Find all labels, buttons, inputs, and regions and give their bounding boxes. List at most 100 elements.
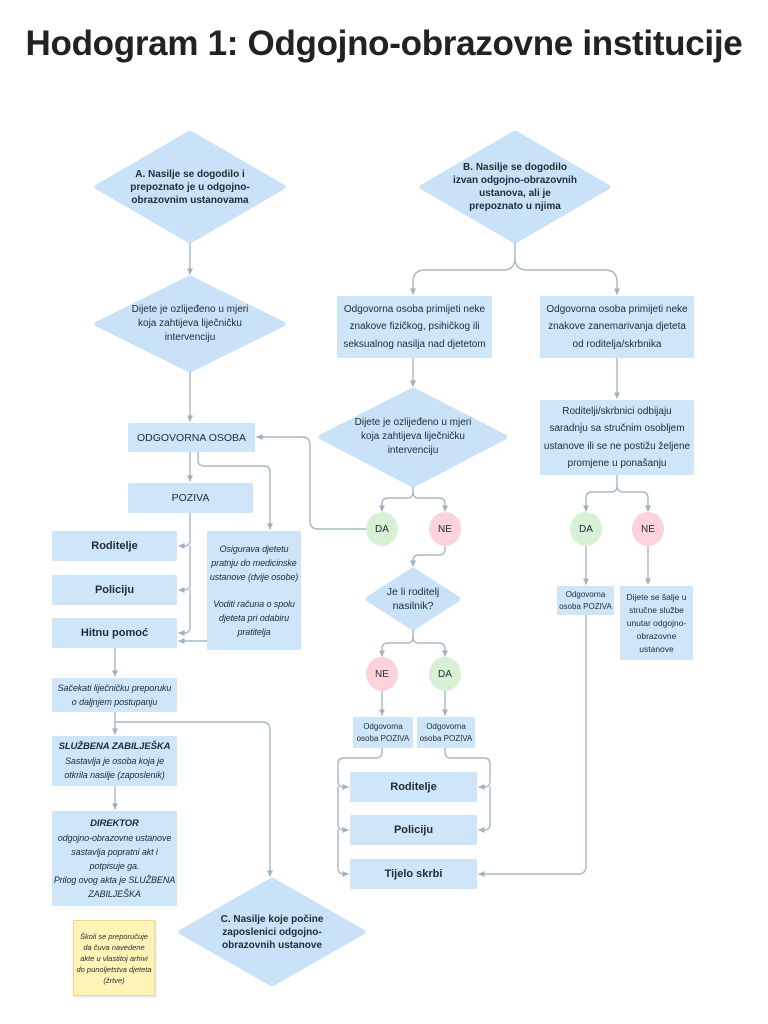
injury-check-b-line: koja zahtijeva liječničku: [361, 431, 465, 442]
calls-label: POZIVA: [171, 492, 210, 504]
notice-abuse-line: znakove fizičkog, psihičkog ili: [349, 321, 480, 333]
escort-note-box: Osigurava djetetu pratnju do medicinske …: [207, 531, 301, 650]
escort-line: pratnju do medicinske: [211, 558, 297, 568]
connector-calls-no-to-welfare: [337, 829, 349, 877]
director-line: ZABILJEŠKA: [88, 888, 141, 899]
start-b-line: izvan odgojno-obrazovnih: [453, 175, 577, 186]
start-c-text: C. Nasilje koje počine zaposlenici odgoj…: [187, 906, 357, 958]
referral-line: unutar odgojno-: [626, 617, 687, 628]
start-a-line: A. Nasilje se dogodilo i: [135, 168, 245, 180]
calls-after-no-line: osoba POZIVA: [356, 733, 410, 743]
start-b-line: B. Nasilje se dogodilo: [463, 162, 567, 173]
calls-after-yes-box: Odgovorna osoba POZIVA: [417, 717, 475, 748]
page-title: Hodogram 1: Odgojno-obrazovne institucij…: [25, 24, 743, 63]
start-b-line: ustanova, ali je: [479, 188, 551, 199]
parents-refuse-line: saradnju sa stručnim osobljem: [549, 423, 685, 434]
connector-yes-to-responsible: [256, 434, 367, 530]
calls-neglect-box: Odgovorna osoba POZIVA: [557, 586, 614, 615]
referral-line: stručne službe: [629, 604, 684, 615]
escort-paragraph: Voditi računa o spolu djeteta pri odabir…: [213, 597, 295, 639]
connector-calls-to-ambulance: [178, 589, 191, 636]
call-parents-box: Roditelje: [52, 531, 177, 561]
parents-refuse-box: Roditelji/skrbnici odbijaju saradnju sa …: [540, 400, 694, 475]
connector-calls-no-to-police: [337, 786, 349, 833]
parents-refuse-line: promjene u ponašanju: [567, 458, 667, 469]
injury-check-a-line: koja zahtijeva liječničku: [138, 318, 242, 329]
parent-abuser-text: Je li roditelj nasilnik?: [368, 585, 458, 613]
notice-neglect-line: od roditelja/skrbnika: [572, 338, 662, 350]
decision-no-injury-b: NE: [429, 512, 461, 546]
start-a-text: A. Nasilje se dogodilo i prepoznato je u…: [100, 160, 280, 214]
escort-line: Voditi računa o spolu: [213, 599, 295, 609]
notice-neglect-line: Odgovorna osoba primijeti neke: [546, 303, 688, 315]
escort-line: Osigurava djetetu: [219, 544, 289, 554]
decision-yes-injury-b: DA: [366, 512, 398, 546]
escort-paragraph: Osigurava djetetu pratnju do medicinske …: [210, 542, 298, 584]
start-c-line: obrazovnih ustanove: [221, 939, 322, 951]
calls-after-no-box: Odgovorna osoba POZIVA: [353, 717, 413, 748]
start-c-line: zaposlenici odgojno-: [222, 926, 322, 938]
referral-line: ustanove: [639, 643, 674, 654]
decision-no-abuser: NE: [366, 657, 398, 691]
notice-abuse-line: seksualnog nasilja nad djetetom: [343, 338, 486, 350]
connector-no-to-parent-abuser: [410, 544, 446, 567]
calls-box: POZIVA: [128, 483, 253, 513]
archive-note-line: akte u vlastitoj arhivi: [80, 953, 148, 963]
connector-b-to-notice-neglect: [514, 257, 620, 295]
parent-abuser-line: Je li roditelj: [386, 586, 440, 598]
calls-neglect-line: osoba POZIVA: [559, 601, 612, 611]
referral-line: obrazovne: [636, 630, 677, 641]
director-box: DIREKTOR odgojno-obrazovne ustanove sast…: [52, 811, 177, 906]
connector-injury-b-to-yes: [379, 486, 414, 512]
calls-neglect-line: Odgovorna: [565, 589, 606, 599]
connector-calls-yes-to-police: [478, 786, 491, 833]
notice-abuse-line: Odgovorna osoba primijeti neke: [343, 303, 486, 315]
archive-sticky-note: Školi se preporučuje da čuva navedene ak…: [73, 920, 155, 996]
diamond-injury-check-b: [318, 387, 508, 488]
parent-abuser-line: nasilnik?: [392, 600, 434, 612]
decision-yes-refuse: DA: [570, 512, 602, 546]
connector-refuse-to-yes: [583, 474, 618, 512]
injury-check-a-line: Dijete je ozlijeđeno u mjeri: [131, 304, 249, 315]
calls-after-yes-line: Odgovorna: [426, 721, 466, 731]
archive-note-line: do punoljetstva djeteta: [76, 964, 152, 974]
director-line: Prilog ovog akta je SLUŽBENA: [53, 874, 176, 885]
diamond-start-c: [178, 877, 366, 987]
injury-check-b-text: Dijete je ozlijeđeno u mjeri koja zahtij…: [323, 411, 503, 463]
start-b-text: B. Nasilje se dogodilo izvan odgojno-obr…: [425, 157, 605, 217]
escort-line: ustanove (dvije osobe): [209, 572, 299, 582]
connector-b-to-notice-abuse: [410, 242, 516, 295]
parents-refuse-line: Roditelji/skrbnici odbijaju: [562, 405, 672, 417]
director-line: potpisuje ga.: [89, 860, 140, 871]
connector-abuser-to-no: [379, 629, 414, 657]
start-b-line: prepoznato u njima: [469, 201, 561, 212]
calls-after-no-line: Odgovorna: [363, 721, 403, 731]
notice-neglect-box: Odgovorna osoba primijeti neke znakove z…: [540, 296, 694, 358]
responsible-person-label: ODGOVORNA OSOBA: [136, 431, 247, 444]
director-heading: DIREKTOR: [90, 817, 139, 829]
diamond-start-b: [419, 130, 611, 244]
connector-responsible-to-escort: [197, 451, 273, 530]
official-note-heading: SLUŽBENA ZABILJEŠKA: [58, 741, 171, 752]
call-ambulance-label: Hitnu pomoć: [80, 627, 149, 639]
injury-check-b-line: Dijete je ozlijeđeno u mjeri: [354, 417, 472, 428]
call-parents-label: Roditelje: [91, 540, 138, 552]
archive-note-line: da čuva navedene: [83, 942, 145, 952]
official-note-line: Sastavlja je osoba koja je: [65, 756, 164, 766]
referral-line: Dijete se šalje u: [626, 591, 687, 602]
await-line: o daljnjem postupanju: [71, 697, 158, 707]
call-welfare-label: Tijelo skrbi: [384, 868, 443, 880]
director-line: odgojno-obrazovne ustanove: [57, 832, 172, 843]
call-police-b-box: Policiju: [350, 815, 477, 845]
connector-calls-to-parents: [178, 512, 191, 549]
escort-line: djeteta pri odabiru: [218, 613, 290, 623]
call-parents-b-box: Roditelje: [350, 772, 477, 802]
injury-check-a-text: Dijete je ozlijeđeno u mjeri koja zahtij…: [100, 298, 280, 350]
calls-after-yes-line: osoba POZIVA: [419, 733, 473, 743]
connector-await-to-start-c: [114, 721, 273, 877]
decision-no-refuse: NE: [632, 512, 664, 546]
notice-neglect-line: znakove zanemarivanja djeteta: [548, 321, 686, 333]
call-police-label: Policiju: [94, 584, 135, 596]
